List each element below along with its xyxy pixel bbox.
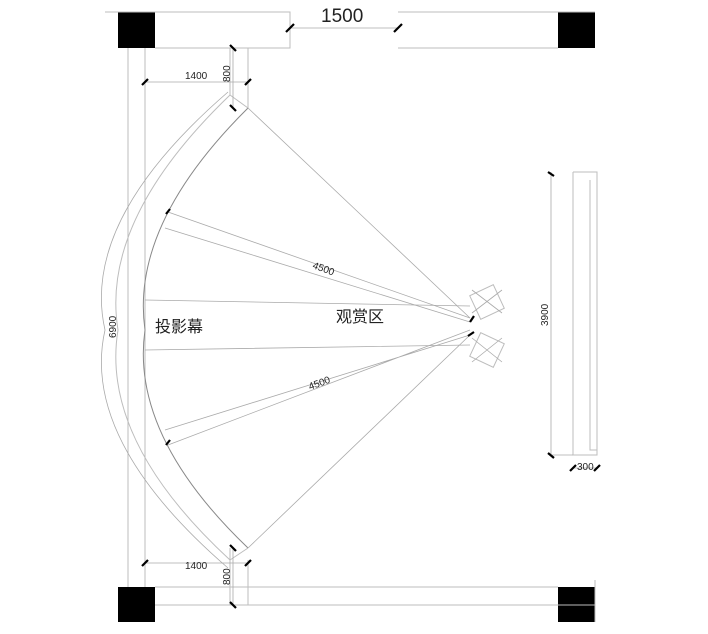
dim-side-width: 300 xyxy=(577,462,594,473)
dim-throw-upper: 4500 xyxy=(311,260,336,278)
dim-top-depth: 800 xyxy=(222,65,233,82)
dim-throw-lower: 4500 xyxy=(307,375,332,393)
dim-bottom-left-offset: 1400 xyxy=(185,561,208,572)
label-viewing-area: 观赏区 xyxy=(336,308,384,326)
column-top-right xyxy=(558,12,595,48)
column-bottom-left xyxy=(118,587,155,622)
column-top-left xyxy=(118,12,155,48)
dim-side-length: 3900 xyxy=(540,303,551,326)
dim-screen-arc: 6900 xyxy=(108,315,119,338)
dim-top-left-offset: 1400 xyxy=(185,71,208,82)
dimension-ticks xyxy=(141,23,601,609)
projector-lower xyxy=(469,332,505,368)
projection-screen-arc xyxy=(101,91,249,569)
walls xyxy=(105,11,596,622)
label-screen: 投影幕 xyxy=(155,318,203,336)
dim-top-opening: 1500 xyxy=(321,6,363,27)
side-panel xyxy=(550,171,598,469)
projection-lines xyxy=(144,107,471,549)
projector-upper xyxy=(469,284,505,320)
dim-bottom-depth: 800 xyxy=(222,568,233,585)
dimension-lines xyxy=(145,27,398,605)
